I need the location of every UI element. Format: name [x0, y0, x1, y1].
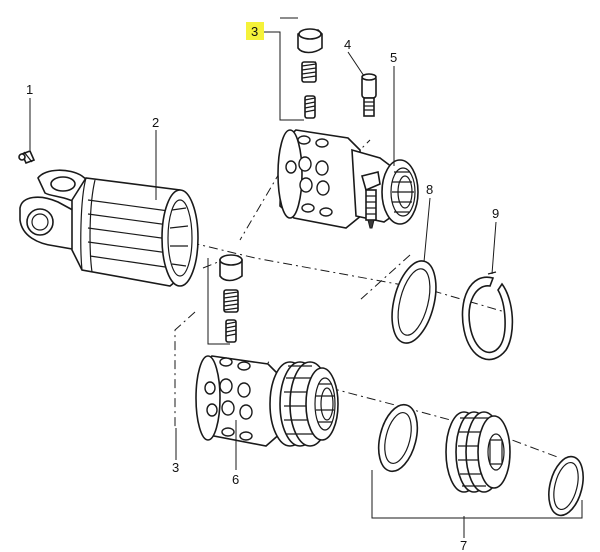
callout-9: 9: [492, 206, 499, 221]
part-3-bottom-pin-spring: [219, 254, 243, 343]
callout-2: 2: [152, 115, 159, 130]
part-4-bolt: [361, 73, 377, 117]
brackets: [207, 17, 583, 519]
callout-1: 1: [26, 82, 33, 97]
callout-5: 5: [390, 50, 397, 65]
part-5-upper-clutch: [277, 129, 419, 229]
callout-7: 7: [460, 538, 467, 552]
callout-8: 8: [426, 182, 433, 197]
callouts: 3 1 2 4 5 8 9 3 6 7: [26, 22, 499, 552]
part-9-snap-ring: [461, 271, 514, 361]
callout-3-highlight: [246, 22, 264, 40]
leader-lines: [29, 51, 497, 538]
part-7-group: [377, 403, 584, 517]
callout-6: 6: [232, 472, 239, 487]
callout-3-bottom: 3: [172, 460, 179, 475]
part-1-grease-nipple: [18, 149, 36, 165]
callout-3-top: 3: [251, 24, 258, 39]
part-3-top-pin-spring: [297, 28, 323, 119]
part-2-yoke: [19, 169, 199, 287]
part-6-lower-clutch: [195, 355, 339, 447]
callout-4: 4: [344, 37, 351, 52]
